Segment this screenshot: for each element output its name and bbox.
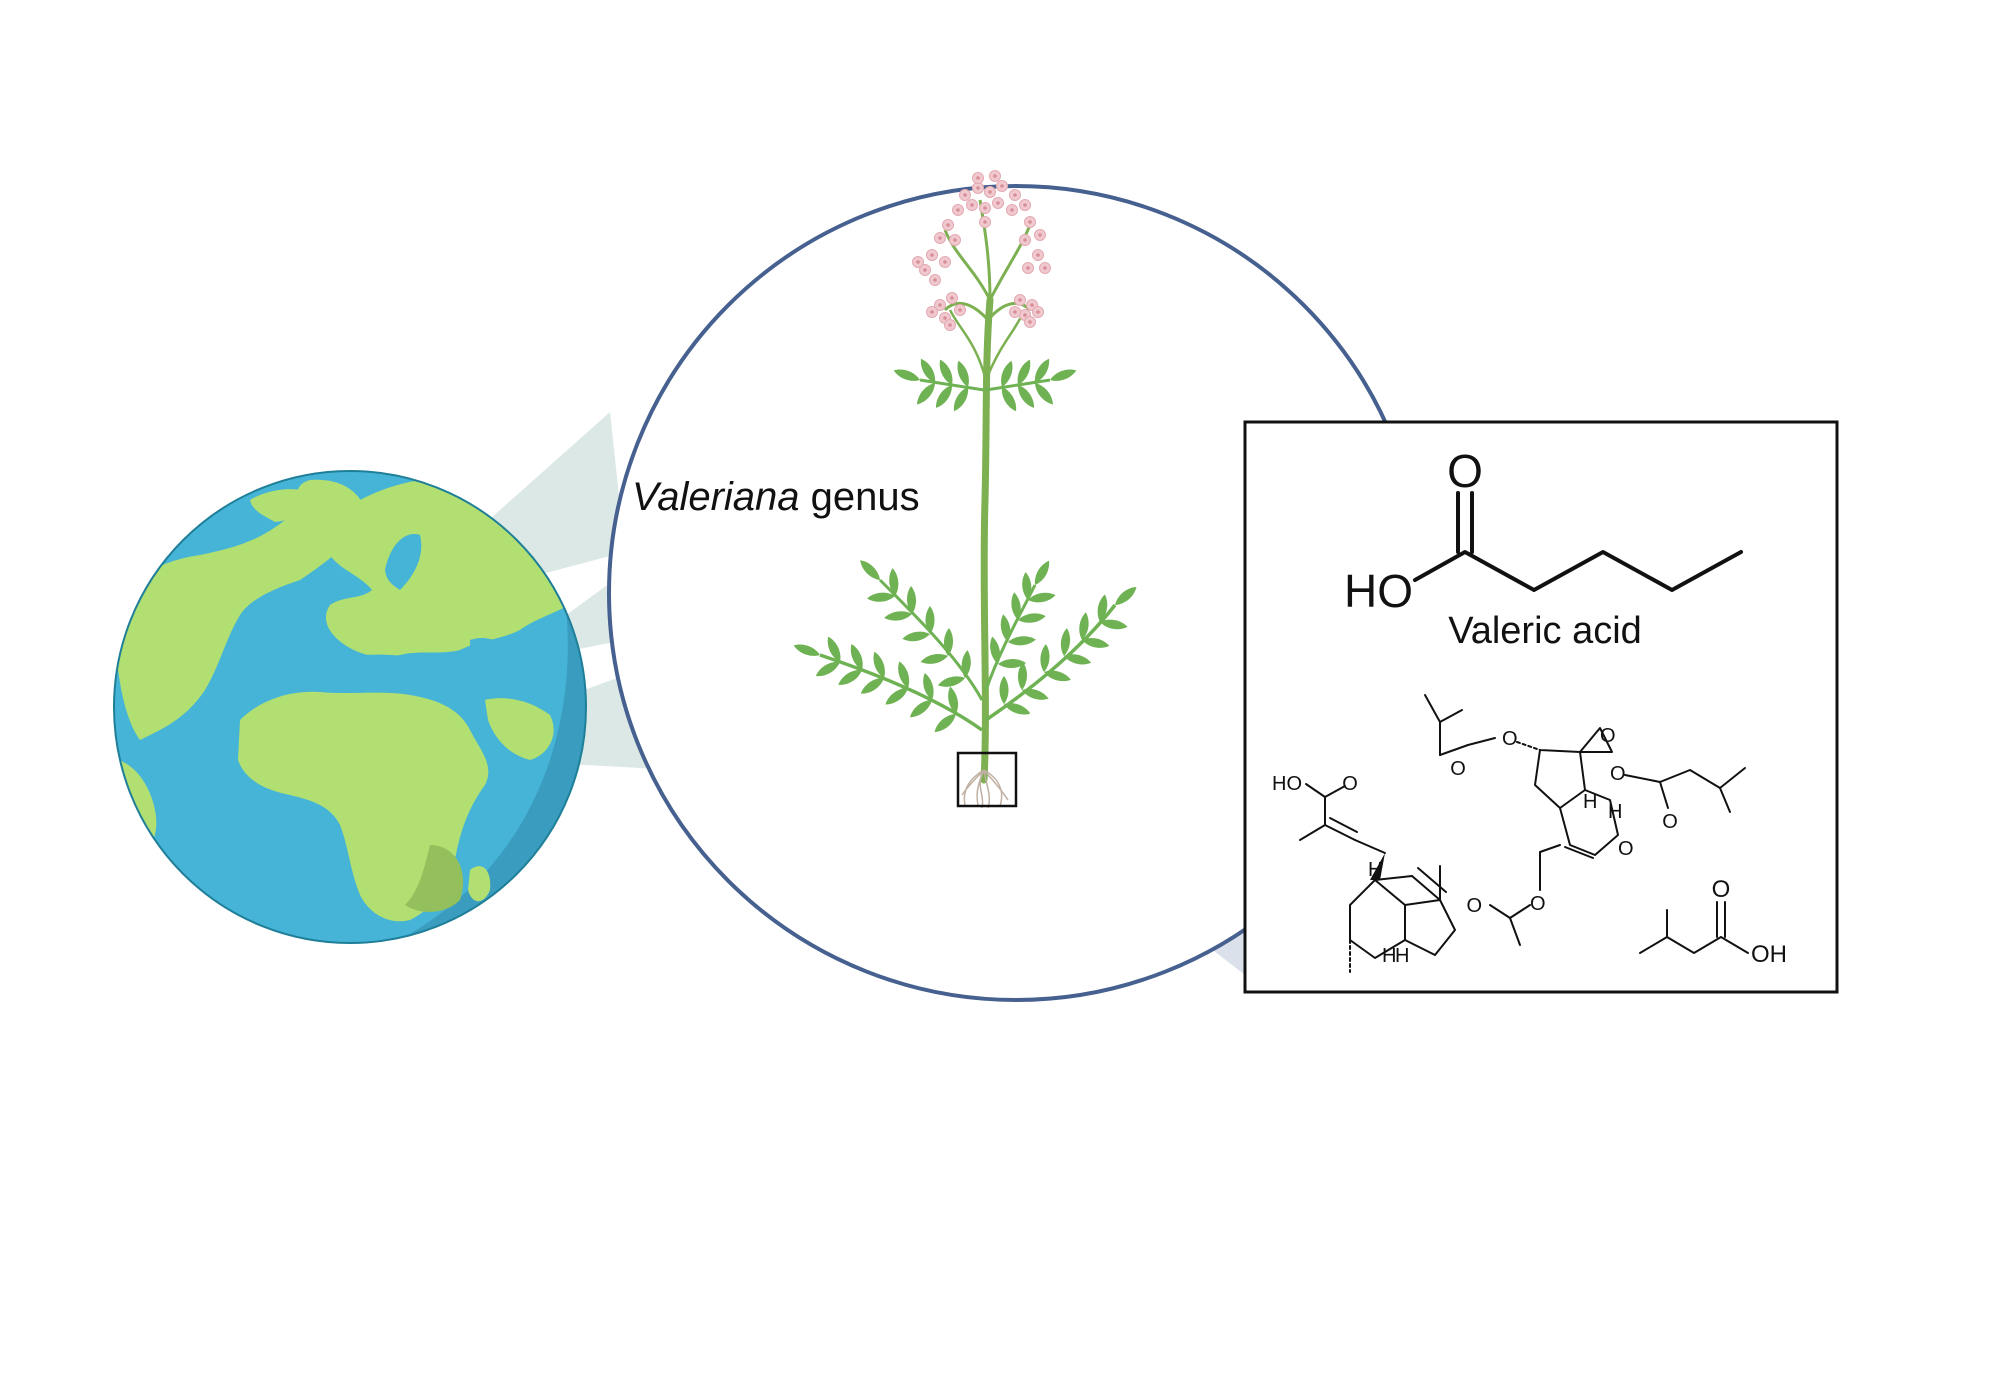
isovaleric-acid-structure: O OH bbox=[1639, 876, 1787, 968]
valerenic-hydroxyl: HO bbox=[1272, 773, 1302, 795]
valeric-acid-hydroxyl: HO bbox=[1344, 565, 1413, 617]
valerenic-hydrogen-bottom-1: H bbox=[1382, 945, 1396, 967]
valerenic-hydrogen-bottom-2: H bbox=[1395, 945, 1409, 967]
valerenic-carbonyl-oxygen: O bbox=[1342, 773, 1358, 795]
earth-globe-icon bbox=[113, 470, 587, 944]
compounds-panel: O HO Valeric acid HO O H H H bbox=[1243, 420, 1839, 994]
valepotriate-hydrogen-2: H bbox=[1608, 801, 1622, 823]
genus-word: genus bbox=[800, 475, 920, 519]
valepotriate-epoxide-oxygen: O bbox=[1600, 725, 1616, 747]
valepotriate-hydrogen-1: H bbox=[1583, 791, 1597, 813]
upper-leaves bbox=[892, 356, 1078, 414]
globe-outline bbox=[113, 470, 587, 944]
valepotriate-ring-oxygen: O bbox=[1618, 838, 1634, 860]
valepotriate-structure: O O O O O H H O O O bbox=[1424, 694, 1746, 946]
valepotriate-ester-oxygen-2: O bbox=[1662, 811, 1678, 833]
valeric-acid-structure: O HO bbox=[1344, 445, 1743, 617]
isovaleric-acid-oxygen: O bbox=[1712, 876, 1731, 903]
isovaleric-acid-hydroxyl: OH bbox=[1751, 941, 1787, 968]
valeric-acid-label: Valeric acid bbox=[1448, 610, 1642, 652]
valerenic-acid-structure: HO O H H H bbox=[1272, 773, 1456, 973]
valepotriate-ether-oxygen-1: O bbox=[1502, 728, 1518, 750]
lower-leaves bbox=[792, 557, 1140, 736]
valepotriate-acetate-oxygen: O bbox=[1530, 893, 1546, 915]
valepotriate-acetate-carbonyl-oxygen: O bbox=[1466, 895, 1482, 917]
valerian-plant-icon bbox=[792, 170, 1140, 809]
genus-name-italic: Valeriana bbox=[632, 475, 800, 519]
genus-label: Valeriana genus bbox=[632, 475, 920, 519]
land-north-america bbox=[115, 479, 368, 740]
compounds-box bbox=[1243, 420, 1839, 994]
valepotriate-ester-oxygen-1: O bbox=[1450, 758, 1466, 780]
valeric-acid-oxygen: O bbox=[1447, 445, 1483, 497]
valepotriate-ether-oxygen-2: O bbox=[1610, 763, 1626, 785]
root-selection-box bbox=[956, 751, 1018, 808]
